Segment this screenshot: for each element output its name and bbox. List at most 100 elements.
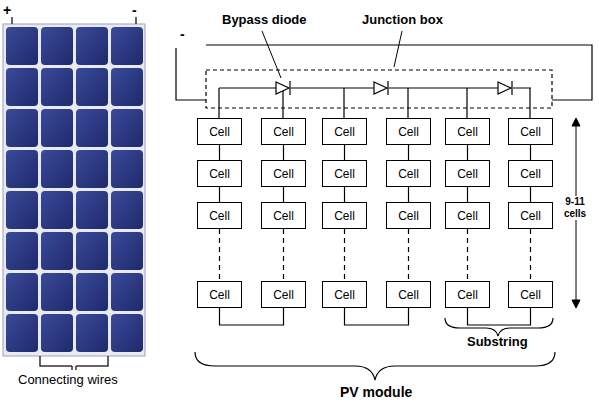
cell-label: Cell xyxy=(520,209,541,223)
wire xyxy=(530,187,531,202)
cell-box: Cell xyxy=(197,160,242,187)
cell-box: Cell xyxy=(386,202,431,229)
cell-box: Cell xyxy=(261,160,306,187)
label: - xyxy=(180,26,185,42)
panel-cell xyxy=(76,314,108,352)
panel-cell xyxy=(111,191,143,229)
bypass-diode xyxy=(276,81,512,95)
cell-label: Cell xyxy=(398,209,419,223)
cell-box: Cell xyxy=(445,118,490,145)
label: + xyxy=(3,2,11,18)
panel-cell xyxy=(111,232,143,270)
label: Bypass diode xyxy=(222,12,307,27)
cell-label: Cell xyxy=(209,209,230,223)
label: 9-11 cells xyxy=(560,196,590,220)
cell-label: Cell xyxy=(457,288,478,302)
panel-cell xyxy=(41,232,73,270)
cell-label: Cell xyxy=(209,167,230,181)
cell-box: Cell xyxy=(261,281,306,308)
cell-label: Cell xyxy=(209,288,230,302)
panel-cell xyxy=(6,273,38,311)
cell-label: Cell xyxy=(273,125,294,139)
wire xyxy=(530,229,531,281)
wire xyxy=(283,145,284,160)
panel-cell xyxy=(41,273,73,311)
panel-cell xyxy=(111,68,143,106)
cell-label: Cell xyxy=(520,167,541,181)
schematic-wiring xyxy=(176,45,592,118)
panel-cell xyxy=(76,109,108,147)
cell-box: Cell xyxy=(261,118,306,145)
wire xyxy=(219,229,220,281)
cell-box: Cell xyxy=(508,160,553,187)
panel-cell xyxy=(6,109,38,147)
label: Connecting wires xyxy=(18,372,118,387)
brace xyxy=(195,318,555,380)
cell-box: Cell xyxy=(322,202,367,229)
wire xyxy=(344,187,345,202)
wire xyxy=(467,145,468,160)
cell-box: Cell xyxy=(508,118,553,145)
leader-lines xyxy=(262,31,402,78)
cell-box: Cell xyxy=(386,118,431,145)
wire xyxy=(408,229,409,281)
panel-cell xyxy=(6,191,38,229)
cell-box: Cell xyxy=(386,160,431,187)
cell-box: Cell xyxy=(508,281,553,308)
cell-box: Cell xyxy=(445,202,490,229)
wire xyxy=(468,308,531,325)
wire xyxy=(283,187,284,202)
label: - xyxy=(132,2,137,18)
cell-box: Cell xyxy=(445,281,490,308)
panel-cell xyxy=(76,27,108,65)
cell-box: Cell xyxy=(197,281,242,308)
panel-cell xyxy=(41,314,73,352)
panel-cell xyxy=(6,68,38,106)
wire xyxy=(345,308,409,325)
cell-box: Cell xyxy=(197,202,242,229)
wire xyxy=(283,229,284,281)
cell-box: Cell xyxy=(322,160,367,187)
cell-box: Cell xyxy=(386,281,431,308)
wire xyxy=(344,229,345,281)
cell-label: Cell xyxy=(273,288,294,302)
panel-cell xyxy=(6,314,38,352)
label: PV module xyxy=(340,384,412,400)
wire xyxy=(467,229,468,281)
cell-box: Cell xyxy=(508,202,553,229)
panel-cell xyxy=(41,109,73,147)
panel-cell xyxy=(76,273,108,311)
panel-cell xyxy=(41,191,73,229)
cell-label: Cell xyxy=(457,125,478,139)
panel-cell xyxy=(76,68,108,106)
wire xyxy=(408,145,409,160)
cell-label: Cell xyxy=(398,288,419,302)
wire xyxy=(344,145,345,160)
panel-cell xyxy=(41,150,73,188)
cell-label: Cell xyxy=(398,167,419,181)
cell-label: Cell xyxy=(209,125,230,139)
panel-cell xyxy=(76,150,108,188)
cell-label: Cell xyxy=(520,288,541,302)
cell-label: Cell xyxy=(520,125,541,139)
cell-label: Cell xyxy=(334,125,355,139)
panel-cell xyxy=(111,314,143,352)
cell-label: Cell xyxy=(398,125,419,139)
cell-box: Cell xyxy=(322,118,367,145)
cell-box: Cell xyxy=(445,160,490,187)
label: Junction box xyxy=(362,12,443,27)
solar-panel xyxy=(3,24,145,356)
panel-cell xyxy=(76,191,108,229)
cell-label: Cell xyxy=(273,209,294,223)
panel-cell xyxy=(111,109,143,147)
wire xyxy=(219,145,220,160)
panel-cell xyxy=(41,68,73,106)
panel-wires xyxy=(12,17,136,370)
wire xyxy=(408,187,409,202)
wire xyxy=(219,187,220,202)
wire xyxy=(530,145,531,160)
cell-label: Cell xyxy=(334,288,355,302)
wire xyxy=(467,187,468,202)
panel-cell xyxy=(111,27,143,65)
